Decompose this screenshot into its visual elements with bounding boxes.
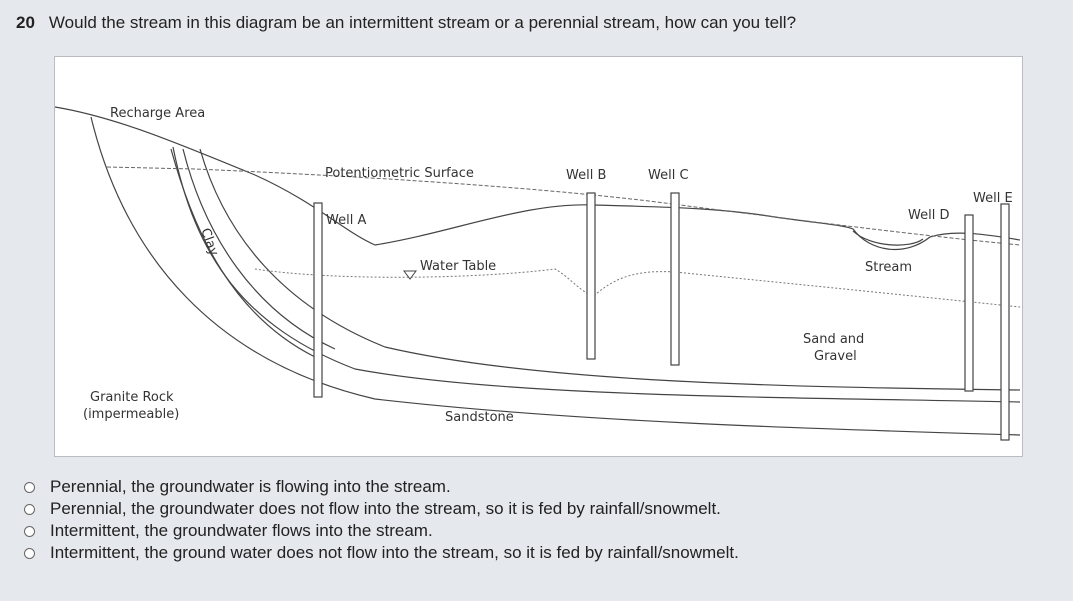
option-label: Perennial, the groundwater is flowing in… xyxy=(50,477,451,496)
granite-rock-label-line1: Granite Rock xyxy=(90,390,174,405)
aquifer-bottom-line xyxy=(172,146,1021,403)
answer-option-3[interactable]: Intermittent, the groundwater flows into… xyxy=(24,520,739,542)
radio-button[interactable] xyxy=(24,481,35,493)
granite-rock-label-line2: (impermeable) xyxy=(83,407,179,422)
answer-option-4[interactable]: Intermittent, the ground water does not … xyxy=(24,542,739,564)
well-d-label: Well D xyxy=(908,208,949,223)
well-b-label: Well B xyxy=(566,168,606,183)
answer-option-1[interactable]: Perennial, the groundwater is flowing in… xyxy=(24,476,739,498)
radio-button[interactable] xyxy=(24,503,35,515)
answer-option-2[interactable]: Perennial, the groundwater does not flow… xyxy=(24,498,739,520)
sandstone-top-line xyxy=(199,148,1021,391)
recharge-area-label: Recharge Area xyxy=(110,106,205,121)
well-a-label: Well A xyxy=(326,213,366,228)
option-label: Intermittent, the ground water does not … xyxy=(50,543,739,562)
clay-layer-line-a xyxy=(170,148,316,358)
option-label: Intermittent, the groundwater flows into… xyxy=(50,521,433,540)
well-c-casing xyxy=(670,192,680,366)
well-b-casing xyxy=(586,192,596,360)
water-table-line xyxy=(254,268,1021,308)
well-a-casing xyxy=(313,202,323,398)
granite-boundary-line xyxy=(90,116,1021,436)
well-e-casing xyxy=(1000,203,1010,441)
ground-surface-line xyxy=(55,106,1021,251)
groundwater-diagram: Recharge Area Potentiometric Surface Wel… xyxy=(54,56,1023,457)
stream-bed-line xyxy=(852,230,924,246)
potentiometric-surface-line xyxy=(106,166,1021,246)
radio-button[interactable] xyxy=(24,547,35,559)
sandstone-label: Sandstone xyxy=(445,410,514,425)
stream-label: Stream xyxy=(865,260,912,275)
option-label: Perennial, the groundwater does not flow… xyxy=(50,499,721,518)
question-number: 20 xyxy=(16,13,35,32)
question-text: 20 Would the stream in this diagram be an… xyxy=(16,13,796,33)
clay-label: Clay xyxy=(197,226,221,258)
potentiometric-surface-label: Potentiometric Surface xyxy=(325,166,474,181)
water-table-label: Water Table xyxy=(420,259,496,274)
question-prompt: Would the stream in this diagram be an i… xyxy=(48,13,797,32)
water-table-symbol xyxy=(403,270,417,280)
well-c-label: Well C xyxy=(648,168,689,183)
sand-and-gravel-label-line2: Gravel xyxy=(814,349,857,364)
well-e-label: Well E xyxy=(973,191,1013,206)
sand-and-gravel-label-line1: Sand and xyxy=(803,332,864,347)
answer-options: Perennial, the groundwater is flowing in… xyxy=(24,476,739,564)
clay-layer-line-b xyxy=(182,148,336,350)
diagram-svg: Recharge Area Potentiometric Surface Wel… xyxy=(55,106,1021,441)
well-d-casing xyxy=(964,214,974,392)
radio-button[interactable] xyxy=(24,525,35,537)
